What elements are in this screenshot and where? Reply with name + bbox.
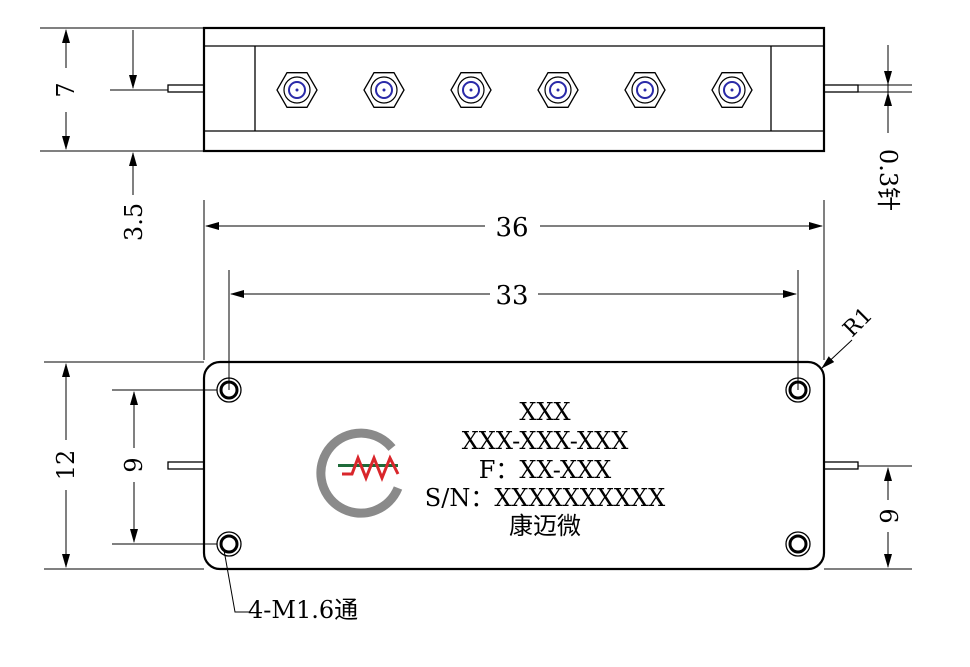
label-line-1: XXX [519, 398, 570, 426]
dim-3-5: 3.5 [110, 30, 168, 241]
company-logo [316, 428, 403, 518]
dim-9: 9 [112, 389, 217, 545]
label-line-2: XXX-XXX-XXX [462, 427, 629, 455]
mount-hole-tr [785, 377, 811, 403]
label-line-5: 康迈微 [509, 512, 581, 540]
top-view [167, 26, 859, 153]
sma-connector [537, 72, 579, 108]
sma-connector [363, 72, 405, 108]
mount-hole-bl [216, 531, 242, 557]
dim-r1: R1 [821, 303, 878, 369]
left-pin [167, 84, 205, 93]
dim-mount-holes-label: 4-M1.6通 [248, 596, 358, 624]
sma-connector [276, 72, 318, 108]
dim-7: 7 [40, 27, 204, 152]
dim-36-label: 36 [495, 213, 528, 243]
dim-33: 33 [228, 270, 799, 390]
dim-mount-holes: 4-M1.6通 [223, 549, 358, 624]
sma-connector-row [276, 72, 753, 108]
bottom-view: XXX XXX-XXX-XXX F：XX-XXX S/N：XXXXXXXXXX … [167, 360, 859, 571]
dim-6-label: 6 [874, 508, 902, 523]
dim-pin: 0.3针 [858, 45, 912, 211]
dim-6: 6 [824, 465, 912, 570]
dim-12: 12 [44, 361, 204, 570]
dim-pin-label: 0.3针 [874, 149, 902, 211]
sma-connector [450, 72, 492, 108]
bottom-right-pin [823, 461, 859, 470]
bottom-left-pin [167, 461, 205, 470]
dim-33-label: 33 [495, 281, 528, 311]
dim-7-label: 7 [52, 82, 80, 97]
label-line-4: S/N：XXXXXXXXXX [425, 484, 665, 512]
dim-36: 36 [203, 200, 825, 360]
dim-9-label: 9 [120, 457, 148, 472]
sma-connector [624, 72, 666, 108]
dim-3-5-label: 3.5 [120, 203, 148, 241]
dim-12-label: 12 [52, 450, 80, 481]
right-pin [823, 84, 859, 93]
label-line-3: F：XX-XXX [479, 456, 611, 484]
sma-connector [711, 72, 753, 108]
dim-r1-label: R1 [839, 303, 878, 342]
mount-hole-br [785, 531, 811, 557]
